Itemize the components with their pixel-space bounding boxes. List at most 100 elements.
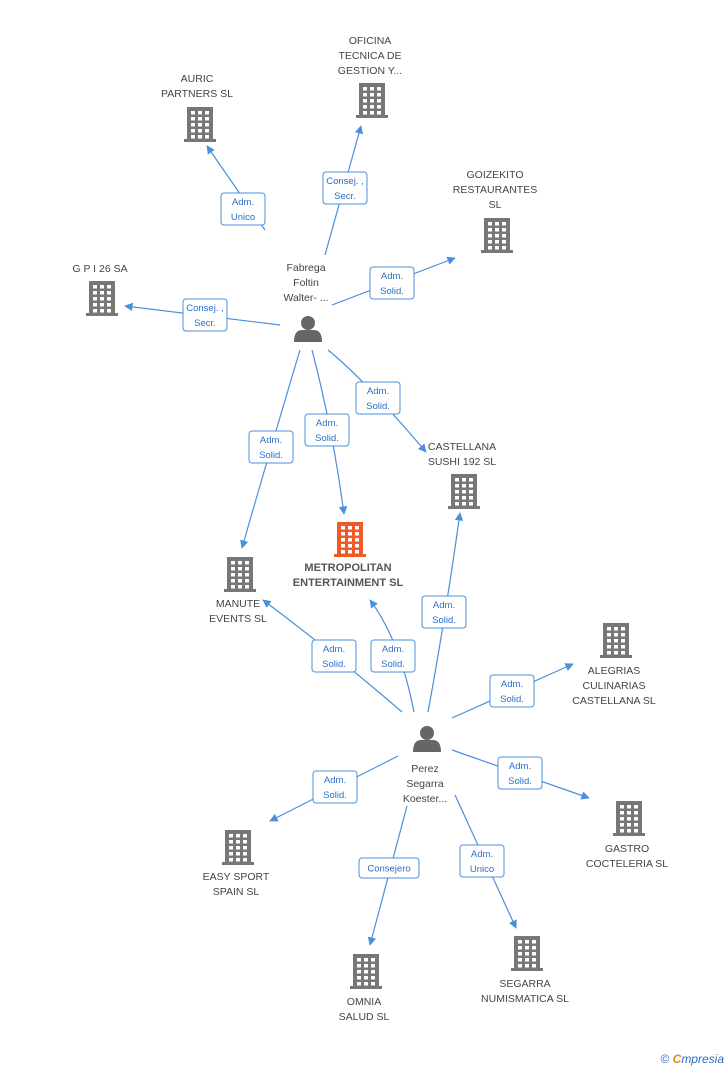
node-fabrega[interactable]: FabregaFoltinWalter- ... (283, 262, 329, 342)
node-label-line: AURIC (181, 73, 214, 85)
edge-label-text: Solid. (259, 450, 283, 461)
building-icon (600, 623, 632, 658)
brand-footer[interactable]: © Cmpresia (660, 1052, 724, 1066)
edge-perez-castellana: Adm. Solid. (421, 512, 467, 713)
edge-perez-alegrias: Adm. Solid. (451, 663, 574, 719)
node-label-line: ENTERTAINMENT SL (293, 577, 404, 589)
edge-label-box[interactable] (182, 298, 228, 332)
edge-label-text: Solid. (315, 433, 339, 444)
edge-perez-omnia: Consejero (358, 805, 420, 946)
edge-label-box[interactable] (304, 413, 350, 447)
edge-fabrega-gpi: Consej. ,Secr. (124, 298, 281, 332)
node-gpi[interactable]: G P I 26 SA (72, 263, 128, 316)
edge-perez-manute: Adm. Solid. (262, 599, 403, 713)
node-label-line: OMNIA (347, 996, 381, 1008)
edge-perez-metropolitan: Adm.Solid. (369, 599, 416, 713)
edge-label-text: Adm. (323, 644, 345, 655)
edge-label-text: Solid. (366, 401, 390, 412)
edge-label-text: Solid. (380, 286, 404, 297)
node-label-line: OFICINA (349, 35, 392, 47)
node-label-line: RESTAURANTES (453, 184, 537, 196)
building-icon (511, 936, 543, 971)
edge-label-box[interactable] (248, 430, 294, 464)
building-icon (184, 107, 216, 142)
building-icon (356, 83, 388, 118)
brand-name: mpresia (681, 1052, 724, 1066)
node-perez[interactable]: PerezSegarraKoester... (403, 726, 447, 805)
building-icon (334, 522, 366, 557)
node-label-line: CULINARIAS (582, 680, 645, 692)
edge-label-box[interactable] (459, 844, 505, 878)
edge-label-box[interactable] (220, 192, 266, 226)
edge-label-box[interactable] (489, 674, 535, 708)
node-label-line: G P I 26 SA (72, 263, 127, 275)
edge-fabrega-castellana: Adm.Solid. (327, 349, 427, 453)
node-label-line: COCTELERIA SL (586, 858, 668, 870)
node-label-line: Fabrega (286, 262, 325, 274)
edge-label-text: Consej. , (326, 176, 364, 187)
node-label-line: PARTNERS SL (161, 88, 233, 100)
edge-label-text: Secr. (194, 318, 216, 329)
edge-label-text: Solid. (432, 615, 456, 626)
edge-label-box[interactable] (312, 770, 358, 804)
edge-label-box[interactable] (322, 171, 368, 205)
node-label-line: SL (489, 199, 502, 211)
node-label-line: GESTION Y... (338, 65, 402, 77)
edge-perez-segarra: Adm.Unico (454, 794, 517, 929)
brand-initial: C (672, 1052, 682, 1066)
edge-label-text: Adm. (232, 197, 254, 208)
node-label-line: SEGARRA (499, 978, 550, 990)
edge-label-text: Solid. (500, 694, 524, 705)
node-label-line: ALEGRIAS (588, 665, 641, 677)
edge-fabrega-auric: Adm. Unico (206, 145, 266, 231)
building-icon (613, 801, 645, 836)
edge-label-box[interactable] (369, 266, 415, 300)
building-icon (350, 954, 382, 989)
copyright-icon: © (660, 1052, 670, 1066)
edge-label-box[interactable] (370, 639, 416, 673)
building-icon (224, 557, 256, 592)
edge-label-text: Solid. (381, 659, 405, 670)
node-label-line: CASTELLANA SL (572, 695, 656, 707)
node-omnia[interactable]: OMNIA SALUD SL (339, 954, 390, 1023)
edge-label-text: Solid. (322, 659, 346, 670)
building-icon (481, 218, 513, 253)
edge-fabrega-oficina: Consej. , Secr. (322, 125, 368, 256)
edge-perez-easysport: Adm.Solid. (269, 755, 399, 822)
edge-label-text: Adm. (381, 271, 403, 282)
node-auric[interactable]: AURIC PARTNERS SL (161, 73, 233, 142)
node-label-line: CASTELLANA (428, 441, 496, 453)
edge-label-text: Solid. (323, 790, 347, 801)
edge-label-text: Unico (470, 864, 494, 875)
building-icon (222, 830, 254, 865)
edge-label-box[interactable] (497, 756, 543, 790)
node-alegrias[interactable]: ALEGRIAS CULINARIAS CASTELLANA SL (572, 623, 656, 707)
node-metropolitan[interactable]: METROPOLITAN ENTERTAINMENT SL (293, 522, 404, 589)
node-label-line: MANUTE (216, 598, 260, 610)
node-label-line: SALUD SL (339, 1011, 390, 1023)
edge-fabrega-manute: Adm.Solid. (240, 349, 301, 549)
edge-label-text: Unico (231, 212, 255, 223)
person-icon (294, 316, 322, 342)
edge-fabrega-goizekito: Adm. Solid. (331, 256, 456, 306)
edge-label-box[interactable] (421, 595, 467, 629)
building-icon (86, 281, 118, 316)
node-label-line: SPAIN SL (213, 886, 260, 898)
edge-label-text: Secr. (334, 191, 356, 202)
node-label-line: Segarra (406, 778, 444, 790)
node-label-line: METROPOLITAN (304, 562, 391, 574)
edge-label-text: Adm. (433, 600, 455, 611)
building-icon (448, 474, 480, 509)
edge-label-box[interactable] (355, 381, 401, 415)
edge-label-text: Adm. (501, 679, 523, 690)
edge-label-box[interactable] (311, 639, 357, 673)
edge-label-box[interactable] (358, 857, 420, 879)
